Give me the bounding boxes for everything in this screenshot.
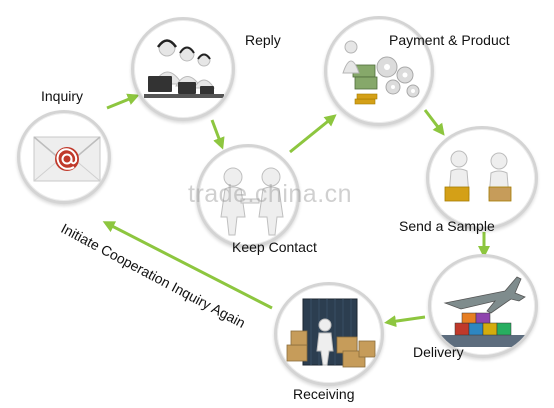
send-sample-label: Send a Sample xyxy=(399,218,495,234)
handshake-figures-icon xyxy=(220,167,284,236)
call-center-icon xyxy=(144,39,224,98)
node-reply xyxy=(131,17,235,121)
sample-boxes-icon xyxy=(444,150,512,202)
money-gears-icon xyxy=(342,40,420,105)
node-payment-product xyxy=(324,16,434,126)
keep-contact-label: Keep Contact xyxy=(232,239,317,255)
node-inquiry xyxy=(17,110,111,204)
arrow-receiving-to-inquiry xyxy=(102,221,273,310)
arrow-payment-to-sample xyxy=(423,109,445,136)
node-send-sample xyxy=(426,126,538,230)
reply-label: Reply xyxy=(245,32,281,48)
plane-ship-icon xyxy=(441,276,529,347)
node-receiving xyxy=(274,282,384,386)
arrow-reply-to-keep-contact xyxy=(210,119,225,150)
receiving-label: Receiving xyxy=(293,386,355,402)
arrow-inquiry-to-reply xyxy=(106,93,140,110)
email-envelope-icon xyxy=(33,136,101,182)
arrow-keep-contact-to-payment xyxy=(289,114,337,154)
arrow-delivery-to-receiving xyxy=(384,315,426,328)
node-keep-contact xyxy=(196,144,300,248)
node-delivery xyxy=(428,254,538,358)
delivery-label: Delivery xyxy=(413,344,464,360)
inquiry-label: Inquiry xyxy=(41,88,84,104)
payment-product-label: Payment & Product xyxy=(389,32,510,48)
container-boxes-icon xyxy=(286,298,376,368)
watermark-text: trade.china.cn xyxy=(188,180,353,208)
